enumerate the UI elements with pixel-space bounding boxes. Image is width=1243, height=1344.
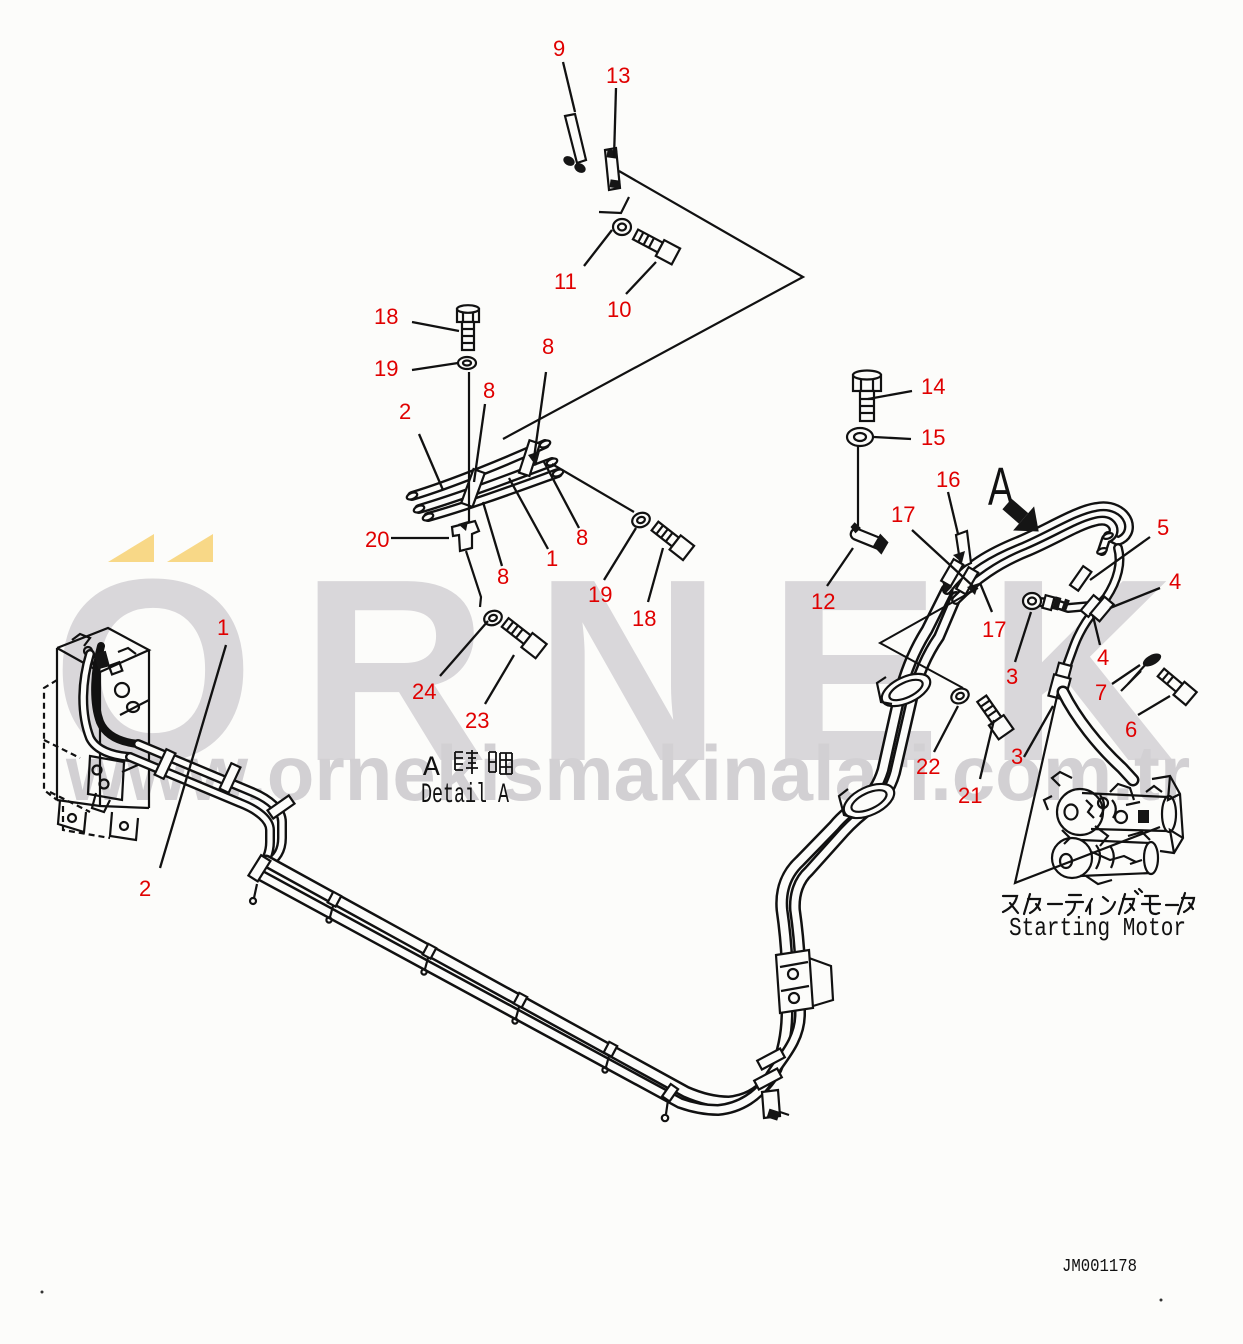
svg-text:8: 8 [497,564,509,589]
svg-text:3: 3 [1006,664,1018,689]
svg-text:11: 11 [554,269,577,294]
svg-text:4: 4 [1097,645,1109,670]
svg-text:4: 4 [1169,569,1181,594]
svg-text:10: 10 [607,297,631,322]
svg-text:2: 2 [139,876,151,901]
svg-text:6: 6 [1125,717,1137,742]
svg-text:22: 22 [916,754,940,779]
svg-text:1: 1 [217,615,229,640]
svg-text:18: 18 [374,304,398,329]
svg-text:2: 2 [399,399,411,424]
svg-text:24: 24 [412,679,436,704]
svg-text:7: 7 [1095,680,1107,705]
svg-text:A: A [423,753,440,784]
svg-text:17: 17 [891,502,915,527]
svg-text:23: 23 [465,708,489,733]
svg-text:8: 8 [576,525,588,550]
svg-text:12: 12 [811,589,835,614]
svg-text:20: 20 [365,527,389,552]
svg-text:19: 19 [374,356,398,381]
svg-text:1: 1 [546,546,558,571]
svg-text:5: 5 [1157,515,1169,540]
svg-text:14: 14 [921,374,945,399]
svg-text:8: 8 [542,334,554,359]
svg-text:9: 9 [553,36,565,61]
svg-text:15: 15 [921,425,945,450]
svg-text:8: 8 [483,378,495,403]
svg-text:JM001178: JM001178 [1062,1257,1137,1277]
svg-text:Detail A: Detail A [421,780,509,811]
svg-text:13: 13 [606,63,630,88]
svg-text:19: 19 [588,582,612,607]
svg-text:www.ornekismakinalari.com.tr: www.ornekismakinalari.com.tr [65,729,1190,817]
svg-text:16: 16 [936,467,960,492]
svg-text:18: 18 [632,606,656,631]
svg-text:21: 21 [958,783,982,808]
svg-text:Starting Motor: Starting Motor [1009,913,1186,943]
svg-text:3: 3 [1011,744,1023,769]
svg-text:17: 17 [982,617,1006,642]
